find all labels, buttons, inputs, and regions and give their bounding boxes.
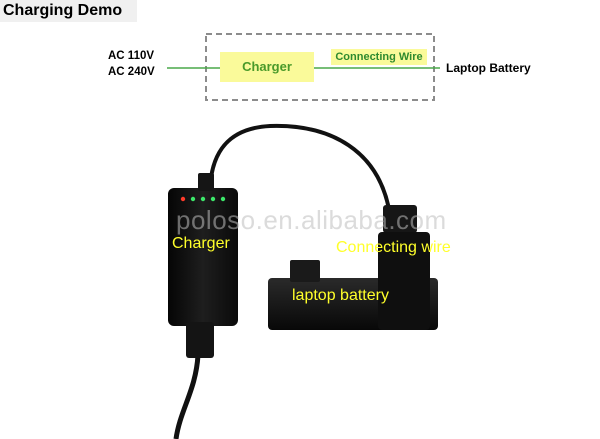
ac-110v-label: AC 110V: [108, 50, 155, 62]
charger-input-plug: [186, 322, 214, 358]
led-green-3: [210, 196, 216, 202]
status-leds: [180, 196, 226, 202]
photo-label-laptop-battery: laptop battery: [292, 287, 389, 304]
laptop-battery-label: Laptop Battery: [446, 61, 531, 75]
dashed-enclosure: [205, 33, 435, 101]
page-title: Charging Demo: [0, 0, 137, 22]
charging-photo: [168, 123, 438, 439]
photo-label-connecting-wire: Connecting wire: [336, 239, 451, 256]
watermark: poloso.en.alibaba.com: [176, 205, 447, 235]
led-green-4: [220, 196, 226, 202]
photo-label-charger: Charger: [172, 235, 230, 252]
battery-tab: [290, 260, 320, 282]
charger-output-plug: [198, 173, 214, 191]
power-cord: [173, 354, 201, 439]
connector-plug: [383, 205, 417, 233]
ac-240v-label: AC 240V: [108, 66, 155, 78]
output-cable: [208, 123, 392, 216]
charger-body: [168, 188, 238, 326]
schematic-lines: [167, 33, 440, 101]
battery-connector-clip: [378, 232, 430, 330]
charger-box: Charger: [220, 52, 314, 82]
connecting-wire-box: Connecting Wire: [331, 49, 427, 65]
led-green-1: [190, 196, 196, 202]
charging-schematic: AC 110V AC 240V Charger Connecting Wire …: [0, 22, 600, 112]
led-red: [180, 196, 186, 202]
led-green-2: [200, 196, 206, 202]
